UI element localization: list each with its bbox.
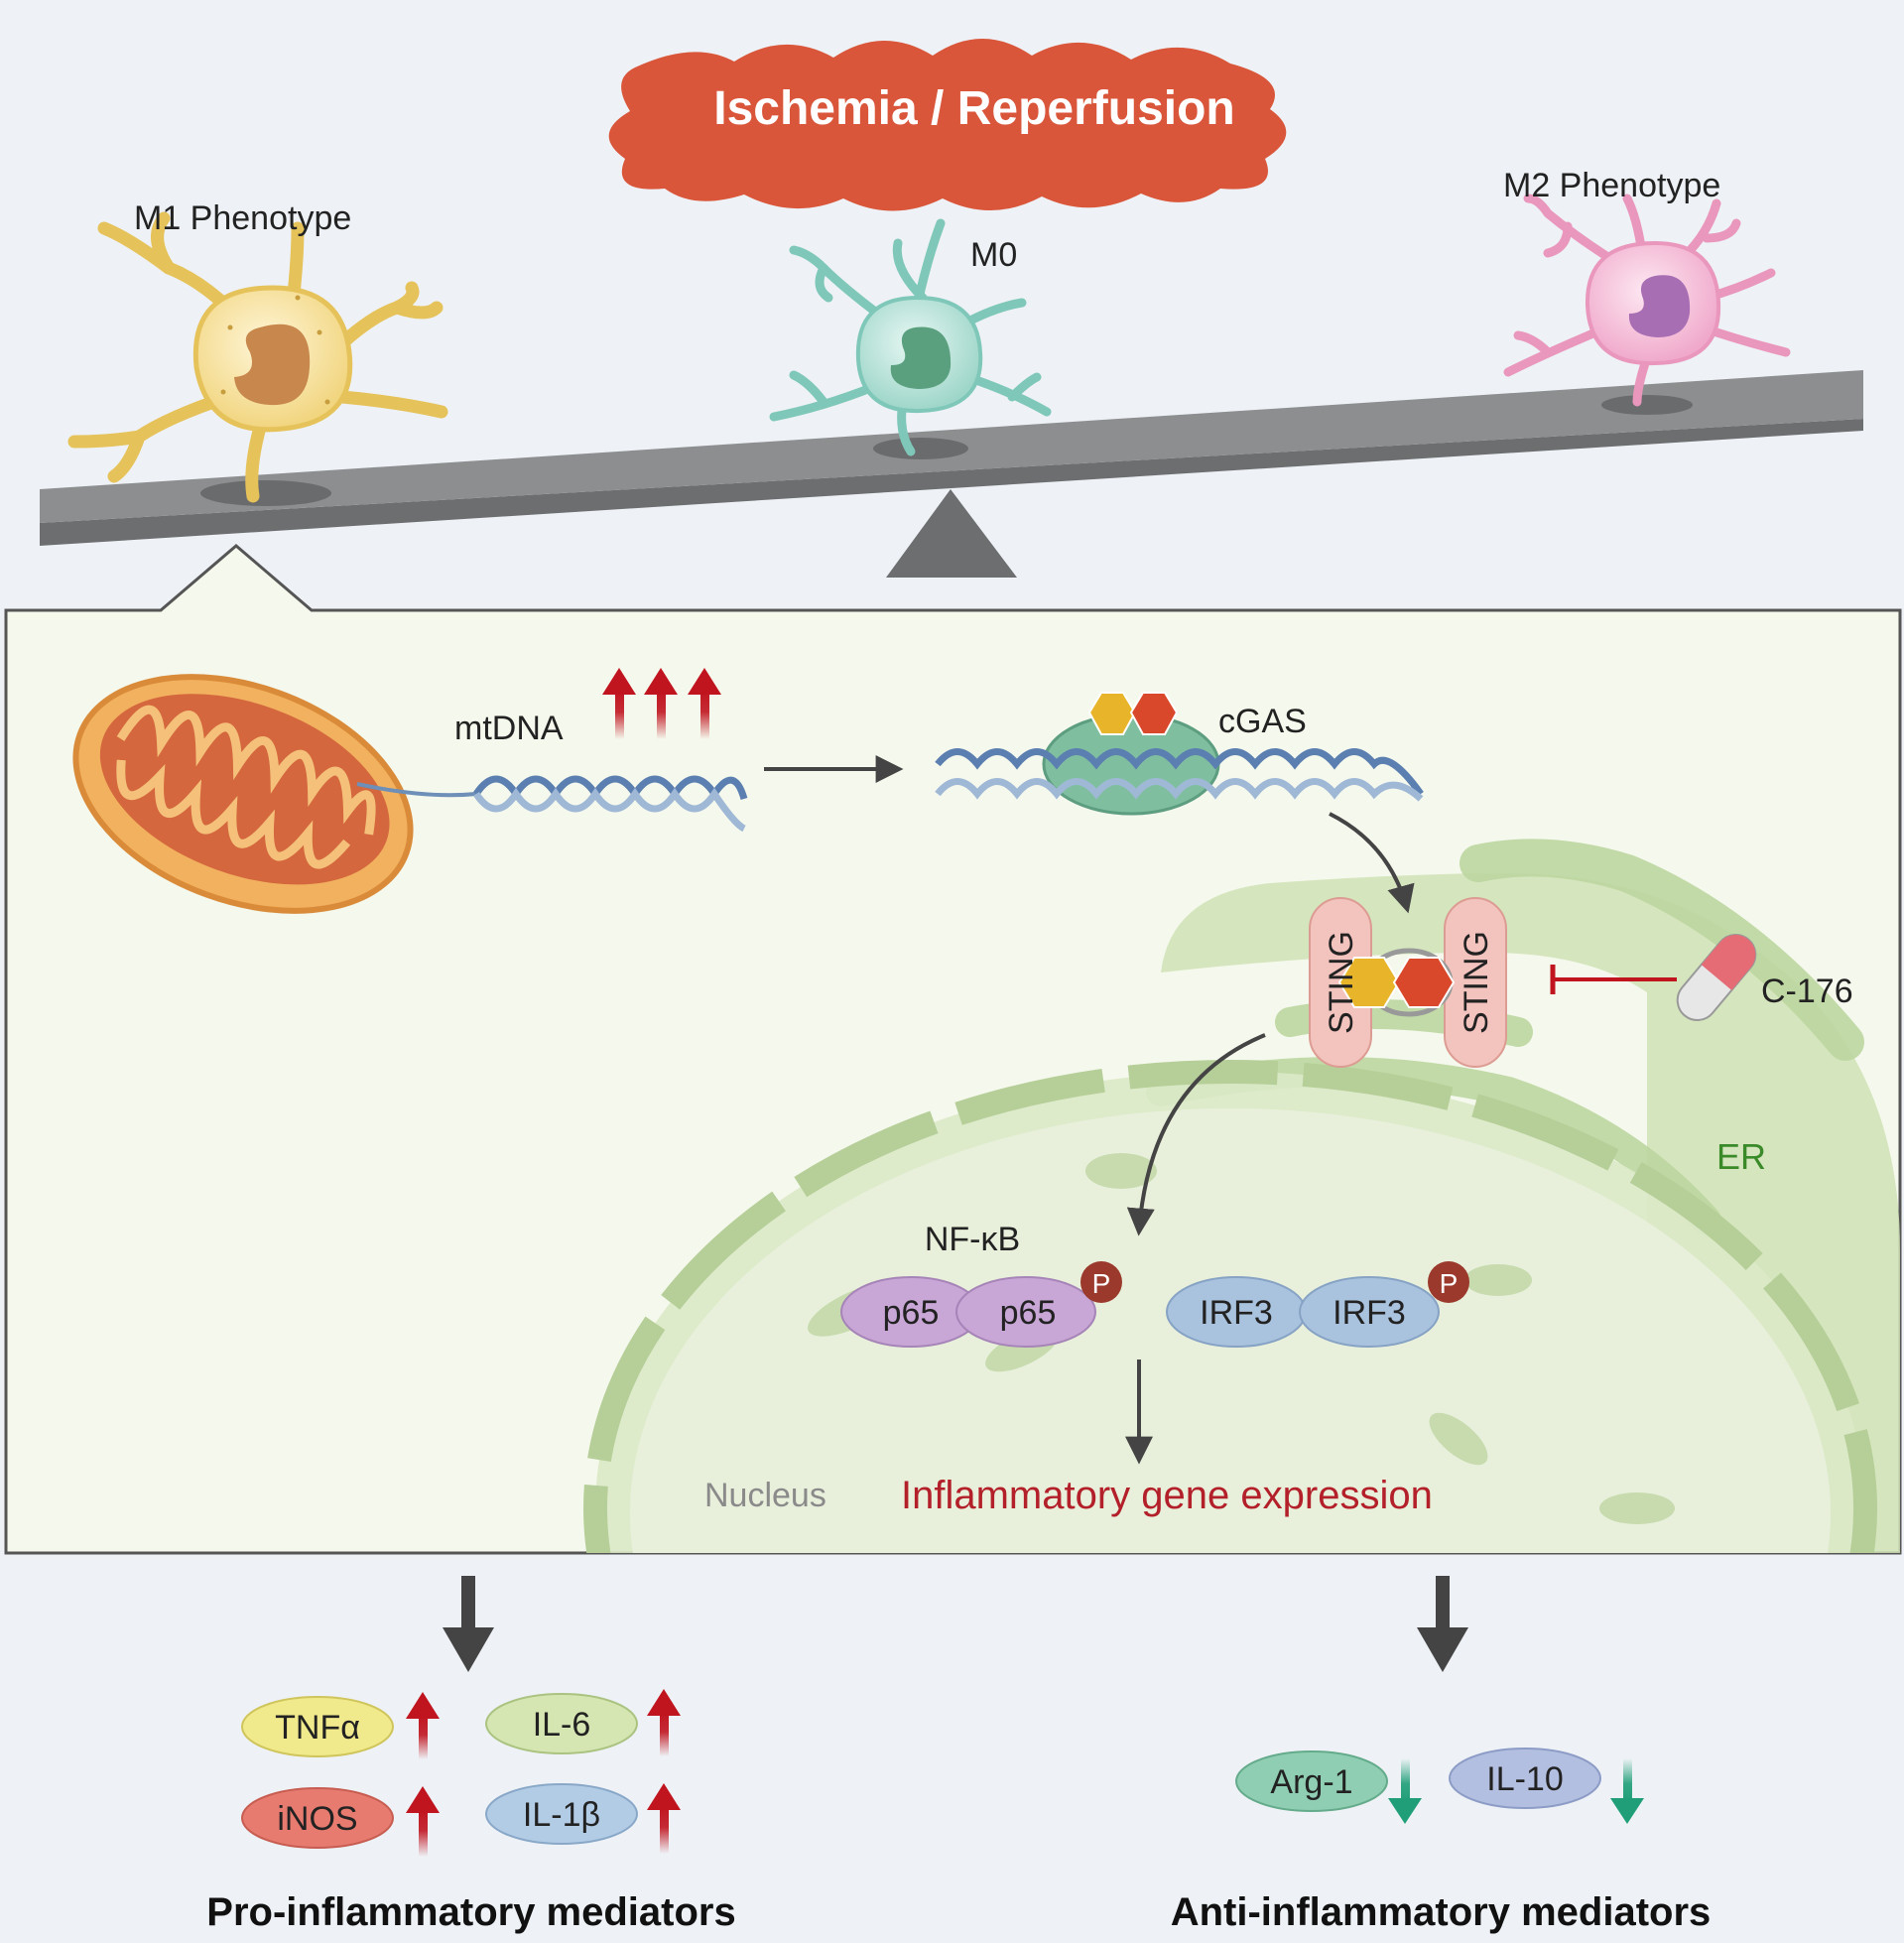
arg1-badge [1235,1750,1388,1812]
mtdna-increase-arrows [602,668,721,739]
inos-badge [241,1787,394,1849]
cgamp-red [1392,957,1456,1008]
down-arrow-pro [443,1576,494,1672]
pro-inflammatory-title: Pro-inflammatory mediators [206,1890,735,1934]
phospho-badge [1080,1261,1122,1303]
pill-icon [1676,934,1757,1021]
nucleus-label: Nucleus [704,1477,826,1514]
phospho-label: P [1440,1268,1459,1299]
p65-b-label: p65 [1000,1294,1057,1332]
mitochondrion [72,674,414,914]
mtdna-label: mtDNA [454,710,564,747]
seesaw-fulcrum [886,489,1017,578]
inos-label: iNOS [277,1800,357,1838]
m0-label: M0 [970,236,1017,274]
irf3-complex: IRF3 IRF3 P [1166,1261,1469,1348]
anti-inflammatory-title: Anti-inflammatory mediators [1171,1890,1712,1934]
burst-shape [608,39,1287,211]
m2-shadow [1601,395,1693,415]
down-arrow-icon [1610,1758,1644,1824]
p65-subunit-b [955,1276,1096,1348]
down-arrow-anti [1417,1576,1468,1672]
il6-label: IL-6 [533,1706,591,1744]
arrow-sting-to-nfkb [1126,1033,1266,1236]
cgamp-yellow [1337,957,1401,1008]
up-arrow-icon [602,668,636,739]
up-arrow-icon [406,1692,440,1759]
down-arrow-icon [1388,1758,1422,1824]
cgas-dna-complex: cGAS [935,692,1424,816]
il10-label: IL-10 [1486,1760,1564,1798]
p65-a-label: p65 [883,1294,940,1332]
cgamp-red [1129,692,1179,735]
arg1-label: Arg-1 [1270,1763,1352,1801]
m1-shadow [200,480,331,506]
up-arrow-icon [406,1786,440,1857]
tnfa-badge [241,1696,394,1757]
m0-shadow [873,438,968,459]
phospho-badge [1428,1261,1469,1303]
il6-badge [485,1693,638,1754]
seesaw [40,370,1863,578]
il10-badge [1449,1748,1601,1809]
sting-dimer: STING STING [1309,897,1507,1068]
zoom-panel: ER Nucleus [4,544,1902,1555]
m1-cell: M1 Phenotype [67,199,448,503]
c176-label: C-176 [1761,972,1853,1010]
irf3-subunit-b [1299,1276,1440,1348]
il1b-label: IL-1β [523,1796,600,1834]
m1-label: M1 Phenotype [134,199,351,237]
cgamp-yellow [1087,692,1137,735]
up-arrow-icon [647,1783,681,1854]
pro-inflammatory-group: TNFα IL-6 iNOS IL-1β Pro-inflammatory me… [206,1689,736,1934]
ischemia-burst: Ischemia / Reperfusion [608,39,1287,211]
tnfa-label: TNFα [275,1709,360,1747]
irf3-b-label: IRF3 [1333,1294,1406,1332]
m2-label: M2 Phenotype [1503,167,1720,204]
il1b-badge [485,1783,638,1845]
nfkb-complex: NF-κB p65 p65 P [840,1221,1122,1348]
gene-expression-label: Inflammatory gene expression [901,1474,1433,1517]
mtdna-strand: mtDNA [356,710,748,833]
m0-cell: M0 [769,218,1052,456]
up-arrow-icon [647,1689,681,1756]
up-arrow-icon [688,668,721,739]
seesaw-beam-side [40,419,1863,546]
sting-right-label: STING [1458,931,1495,1034]
m2-cell: M2 Phenotype [1503,167,1791,407]
irf3-a-label: IRF3 [1200,1294,1273,1332]
anti-inflammatory-group: Arg-1 IL-10 Anti-inflammatory mediators [1171,1748,1712,1934]
cgas-enzyme [1042,712,1220,816]
burst-title: Ischemia / Reperfusion [713,82,1235,135]
c176-inhibitor: C-176 [1550,934,1853,1021]
phospho-label: P [1092,1268,1111,1299]
cgas-label: cGAS [1218,703,1307,740]
up-arrow-icon [644,668,678,739]
sting-left-label: STING [1323,931,1360,1034]
nfkb-label: NF-κB [925,1221,1020,1258]
er-label: ER [1716,1136,1766,1177]
arrow-cgas-to-sting [1329,812,1415,914]
